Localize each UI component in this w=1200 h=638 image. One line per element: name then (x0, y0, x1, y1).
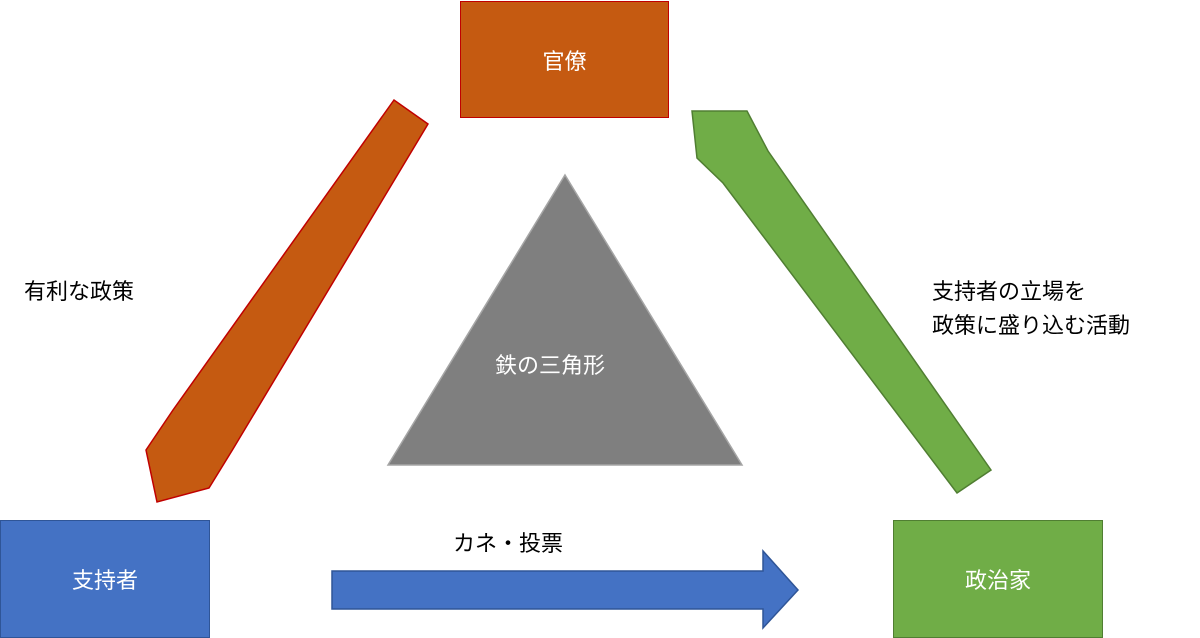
node-bureaucrats: 官僚 (460, 1, 669, 118)
arrow-bureaucrats-to-supporters (145, 98, 430, 503)
iron-triangle-shape (386, 173, 744, 466)
arrow-politicians-to-bureaucrats (691, 110, 993, 495)
node-bureaucrats-label: 官僚 (542, 49, 587, 75)
edge-label-policy-activity-line1: 支持者の立場を (932, 280, 1087, 305)
arrow-supporters-to-politicians (331, 549, 800, 630)
node-supporters-label: 支持者 (71, 569, 138, 594)
edge-label-favorable-policy: 有利な政策 (24, 280, 135, 305)
node-supporters: 支持者 (0, 520, 210, 638)
iron-triangle-label: 鉄の三角形 (495, 354, 606, 379)
edge-label-policy-activity-line2: 政策に盛り込む活動 (932, 314, 1131, 339)
node-politicians: 政治家 (893, 520, 1103, 638)
edge-label-money-votes: カネ・投票 (453, 532, 564, 557)
node-politicians-label: 政治家 (964, 569, 1031, 594)
